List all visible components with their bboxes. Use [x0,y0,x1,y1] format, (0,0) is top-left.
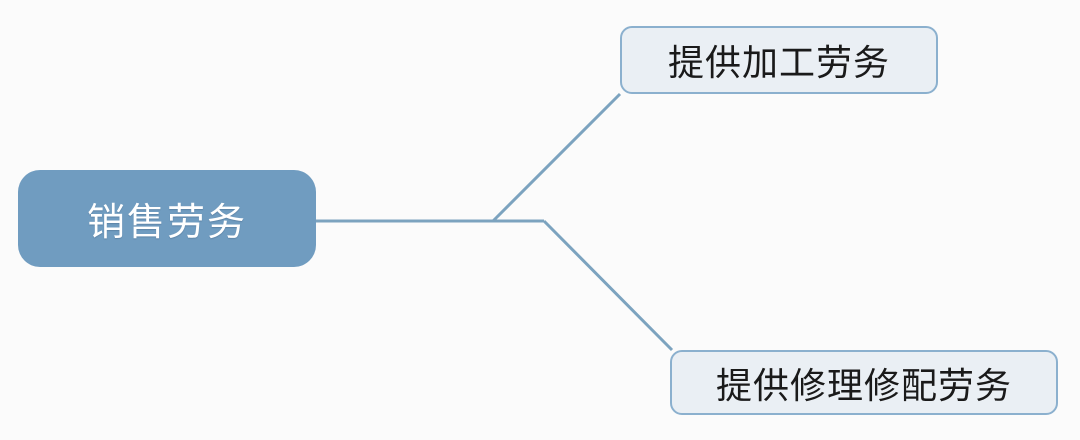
node-child-top-label: 提供加工劳务 [667,43,890,83]
node-root[interactable]: 销售劳务 [18,170,316,267]
node-child-bottom-label: 提供修理修配劳务 [715,365,1012,406]
connector-branch-bottom [542,219,674,352]
node-child-processing-service[interactable]: 提供加工劳务 [620,26,938,94]
connector-branch-top [491,92,622,223]
node-child-repair-service[interactable]: 提供修理修配劳务 [670,350,1058,415]
node-root-label: 销售劳务 [86,202,247,244]
